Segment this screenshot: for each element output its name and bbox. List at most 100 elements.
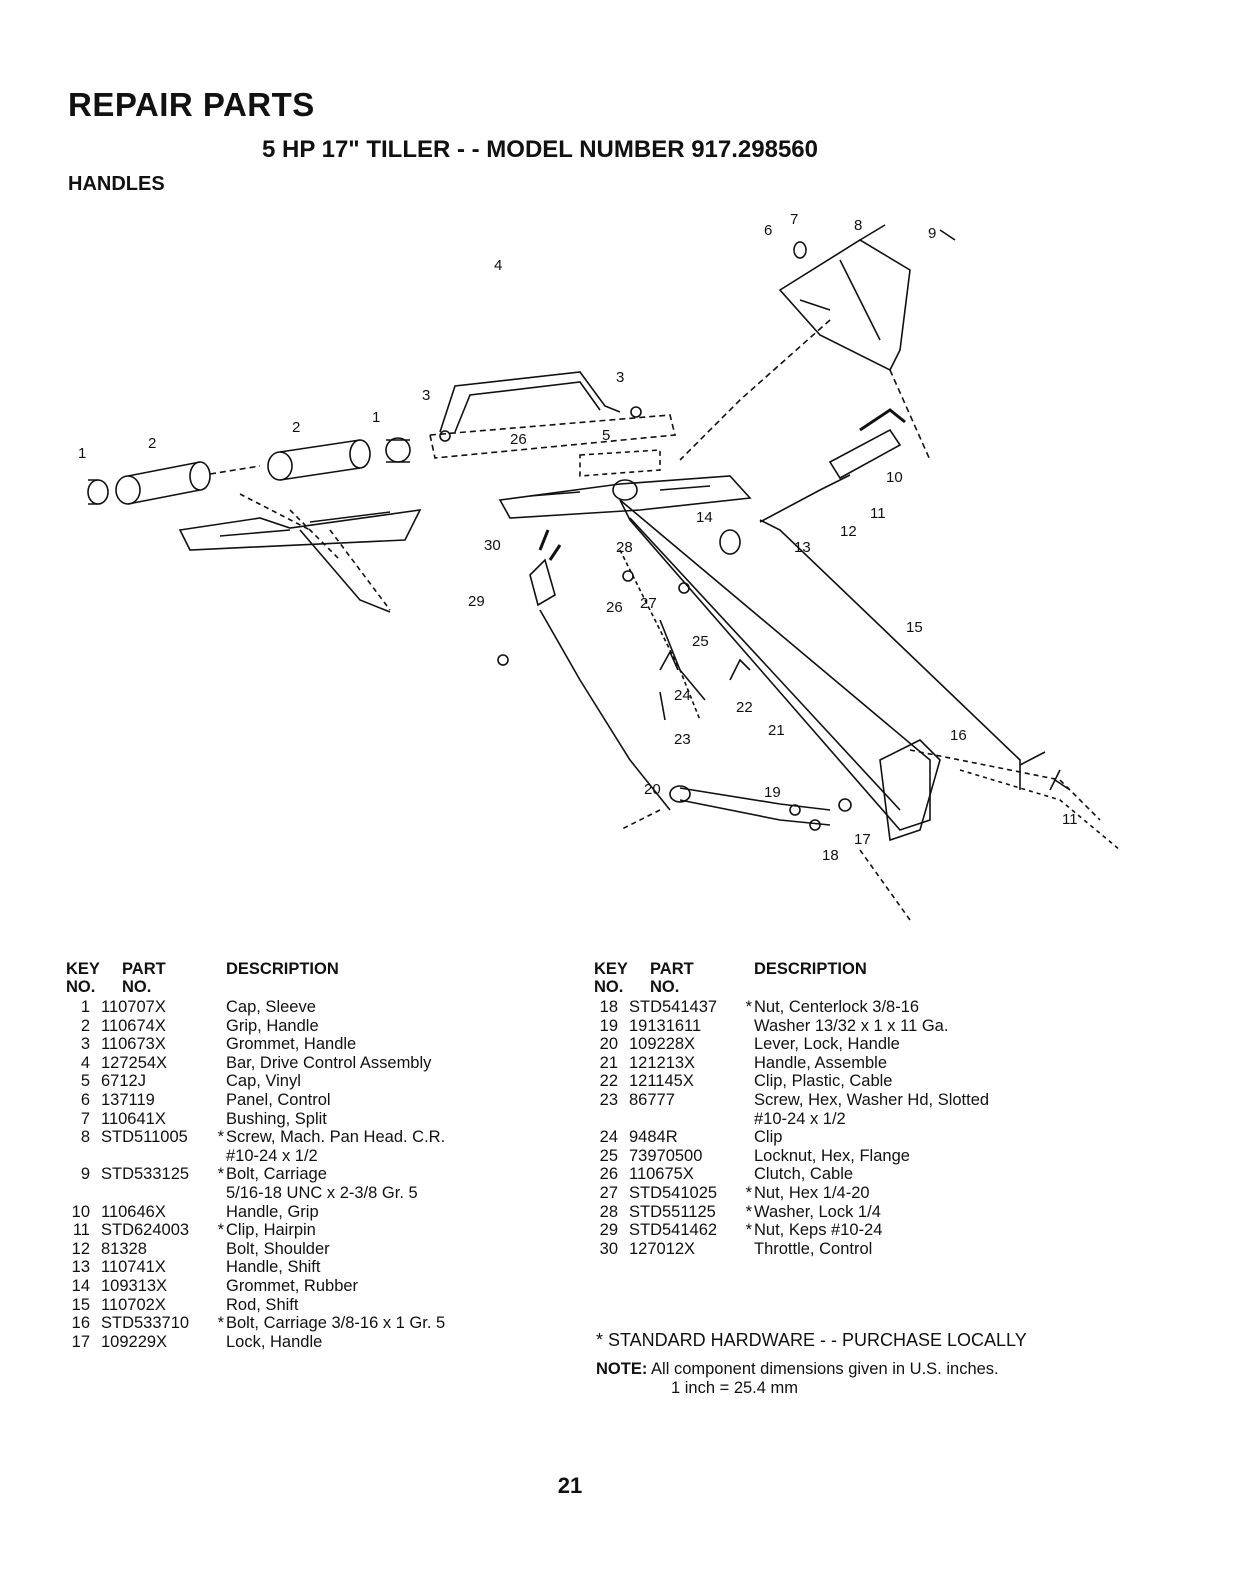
key-number: 20 — [599, 1035, 618, 1054]
part-number: STD624003 — [101, 1221, 190, 1240]
part-description: Lock, Handle — [226, 1332, 323, 1351]
callout: 15 — [906, 619, 923, 636]
key-number: 9 — [80, 1165, 90, 1184]
callout: 26 — [510, 431, 527, 448]
part-number: 81328 — [101, 1239, 147, 1258]
callout: 21 — [768, 722, 785, 739]
key-number: 25 — [599, 1146, 618, 1165]
callout: 2 — [292, 419, 300, 436]
part-number: STD541025 — [629, 1183, 718, 1202]
callout: 2 — [148, 435, 156, 452]
part-description: Handle, Shift — [226, 1258, 321, 1277]
key-number: 1 — [80, 998, 90, 1016]
part-number: 86777 — [629, 1090, 675, 1109]
standard-marker: * — [745, 1221, 752, 1240]
table-row: 7 110641X Bushing, Split — [66, 1110, 536, 1129]
callout: 8 — [854, 217, 862, 234]
standard-marker: * — [217, 1165, 224, 1184]
key-number: 23 — [599, 1090, 618, 1109]
part-description: Clutch, Cable — [754, 1165, 854, 1184]
part-number: 110641X — [101, 1109, 166, 1128]
exploded-parts-diagram: 1 2 2 1 3 3 4 5 6 7 8 9 10 11 11 12 13 1… — [78, 211, 1121, 921]
page-title: REPAIR PARTS — [68, 86, 315, 123]
standard-marker: * — [745, 998, 752, 1016]
dimension-note: NOTE: All component dimensions given in … — [596, 1360, 999, 1398]
part-description: Clip, Plastic, Cable — [754, 1072, 893, 1091]
note-line-2: 1 inch = 25.4 mm — [671, 1379, 799, 1397]
part-number: 127254X — [101, 1053, 168, 1072]
part-number: STD541462 — [629, 1221, 718, 1240]
part-description: Clip, Hairpin — [226, 1221, 316, 1240]
part-number: 109229X — [101, 1332, 168, 1351]
key-number: 8 — [80, 1128, 90, 1147]
key-number: 6 — [80, 1090, 90, 1109]
callout: 3 — [422, 387, 430, 404]
page-number: 21 — [557, 1473, 583, 1498]
callout: 28 — [616, 539, 633, 556]
standard-marker: * — [745, 1202, 752, 1221]
part-description: Nut, Keps #10-24 — [754, 1221, 883, 1240]
part-description: Rod, Shift — [226, 1295, 299, 1314]
callout: 9 — [928, 225, 936, 242]
key-number: 2 — [80, 1016, 90, 1035]
part-number: STD511005 — [101, 1128, 188, 1147]
key-number: 18 — [599, 998, 618, 1016]
part-number: 127012X — [629, 1239, 696, 1258]
callout: 24 — [674, 687, 691, 704]
part-description: Cap, Vinyl — [226, 1072, 301, 1091]
key-number: 11 — [72, 1221, 90, 1240]
part-number: 73970500 — [629, 1146, 703, 1165]
key-number: 15 — [71, 1295, 90, 1314]
callout: 1 — [78, 445, 86, 462]
part-number: 110675X — [629, 1165, 694, 1184]
part-description: Bolt, Carriage 3/8-16 x 1 Gr. 5 — [226, 1314, 446, 1333]
part-number: 109313X — [101, 1276, 168, 1295]
key-number: 3 — [80, 1035, 90, 1054]
part-description: Clip — [754, 1128, 783, 1147]
part-number: STD533710 — [101, 1314, 190, 1333]
note-label: NOTE: — [596, 1360, 648, 1378]
callout: 27 — [640, 595, 657, 612]
part-description: Bushing, Split — [226, 1109, 327, 1128]
callout: 7 — [790, 211, 798, 228]
part-number: 19131611 — [629, 1016, 702, 1035]
part-number: 6712J — [101, 1072, 146, 1091]
note-line-1: All component dimensions given in U.S. i… — [651, 1360, 999, 1378]
part-number: 110707X — [101, 998, 166, 1016]
part-description: Nut, Hex 1/4-20 — [754, 1183, 870, 1202]
callout: 6 — [764, 222, 772, 239]
part-description: Handle, Assemble — [754, 1053, 887, 1072]
key-number: 4 — [80, 1053, 90, 1072]
key-number: 24 — [599, 1128, 618, 1147]
part-description: Bolt, Shoulder — [226, 1239, 330, 1258]
key-number: 7 — [80, 1109, 90, 1128]
callout: 20 — [644, 781, 661, 798]
callout: 11 — [1062, 811, 1078, 828]
callout: 30 — [484, 537, 501, 554]
part-description: Lever, Lock, Handle — [754, 1035, 900, 1054]
callout: 14 — [696, 509, 713, 526]
